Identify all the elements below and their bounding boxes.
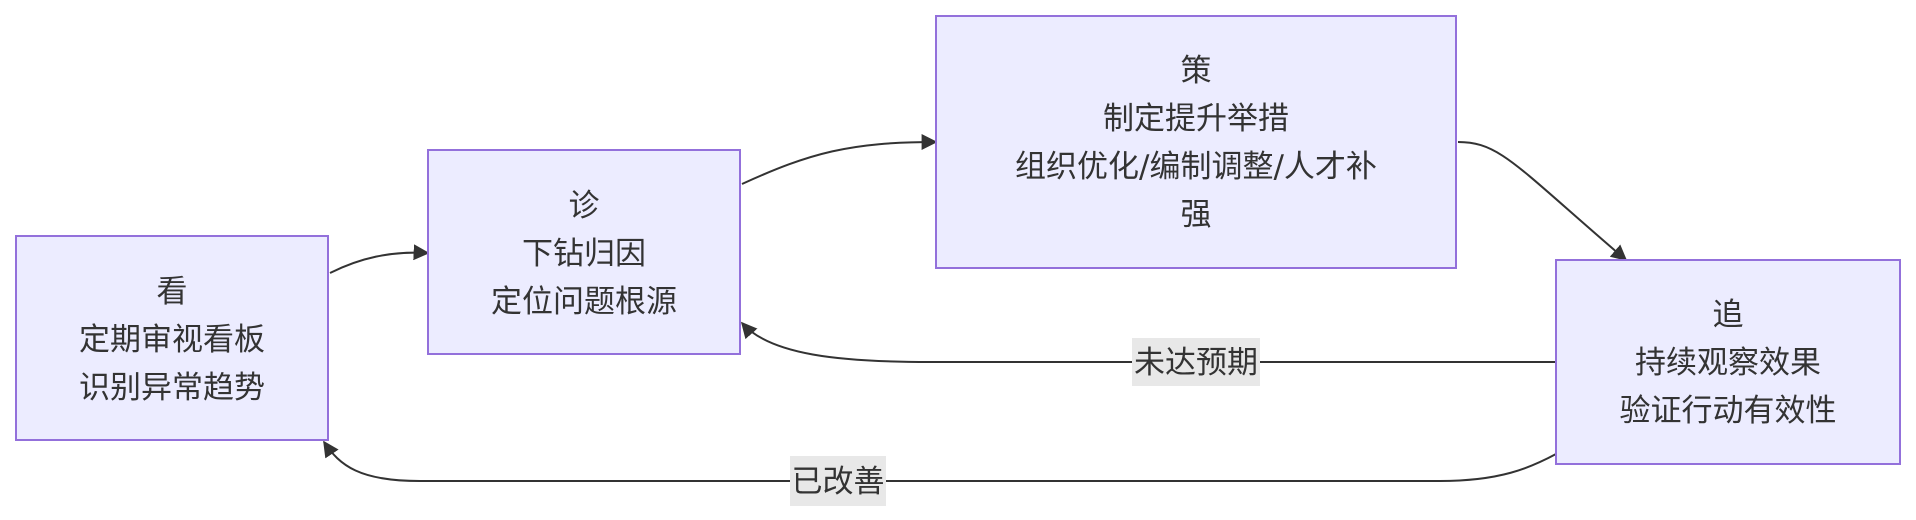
node-ce-title: 策: [1181, 53, 1212, 89]
node-kan: 看 定期审视看板 识别异常趋势: [15, 235, 329, 441]
node-kan-line-1: 定期审视看板: [79, 322, 265, 358]
edge-ce-to-zhui: [1457, 141, 1628, 262]
node-zhui-title: 追: [1713, 297, 1744, 333]
node-zhui-line-2: 验证行动有效性: [1620, 393, 1837, 429]
node-zhen-title: 诊: [569, 188, 600, 224]
edge-label-not-met: 未达预期: [1132, 338, 1260, 386]
node-zhen: 诊 下钻归因 定位问题根源: [427, 149, 741, 355]
edge-zhui-to-zhen: [740, 321, 1556, 363]
node-ce-line-3: 强: [1181, 197, 1212, 233]
node-ce-line-1: 制定提升举措: [1103, 101, 1289, 137]
edge-zhui-to-kan: [323, 440, 1557, 482]
node-ce: 策 制定提升举措 组织优化/编制调整/人才补 强: [935, 15, 1457, 269]
node-zhen-line-2: 定位问题根源: [491, 284, 677, 320]
node-kan-line-2: 识别异常趋势: [79, 370, 265, 406]
edge-kan-to-zhen: [329, 244, 430, 274]
edge-label-not-met-text: 未达预期: [1134, 345, 1258, 381]
node-zhen-line-1: 下钻归因: [522, 236, 646, 272]
edge-zhen-to-ce: [741, 134, 938, 185]
node-zhui: 追 持续观察效果 验证行动有效性: [1555, 259, 1901, 465]
edge-label-improved-text: 已改善: [792, 464, 885, 500]
node-ce-line-2: 组织优化/编制调整/人才补: [1015, 149, 1377, 185]
edges: [323, 134, 1628, 482]
node-zhui-line-1: 持续观察效果: [1635, 345, 1821, 381]
edge-label-improved: 已改善: [790, 456, 886, 506]
node-kan-title: 看: [157, 274, 188, 310]
